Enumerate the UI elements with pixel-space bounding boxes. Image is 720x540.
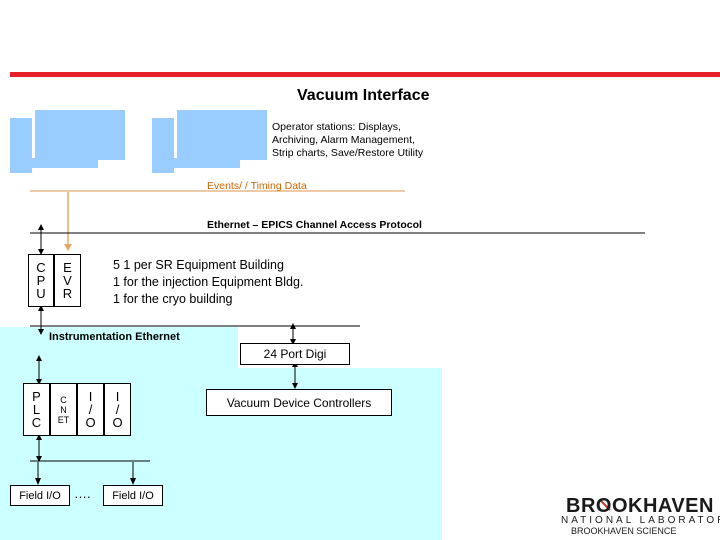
operator-computer-icon-1	[10, 110, 125, 173]
io-box-1: I / O	[77, 383, 104, 436]
header-bar	[10, 72, 720, 77]
cpu-box: C P U	[28, 254, 54, 307]
cnet-box: C N ET	[50, 383, 77, 436]
brookhaven-logo-flourish	[599, 499, 611, 511]
cnet-label: C N ET	[57, 394, 70, 425]
brookhaven-science-text: BROOKHAVEN SCIENCE	[571, 526, 677, 536]
operator-stations-description: Operator stations: Displays, Archiving, …	[272, 121, 472, 160]
field-io-right-label: Field I/O	[112, 489, 154, 502]
instrumentation-ethernet-label: Instrumentation Ethernet	[49, 331, 180, 343]
operator-stations-line: Strip charts, Save/Restore Utility	[272, 147, 424, 159]
page-title: Vacuum Interface	[297, 87, 430, 104]
timing-arrow-head	[64, 244, 72, 251]
field-io-left-label: Field I/O	[19, 489, 61, 502]
vacuum-device-controllers-box: Vacuum Device Controllers	[206, 389, 392, 416]
ethernet-epics-label: Ethernet – EPICS Channel Access Protocol	[207, 219, 422, 231]
io-label-1: I / O	[85, 389, 96, 430]
brookhaven-logo-text: BROOKHAVEN	[566, 495, 714, 517]
national-laboratory-text: NATIONAL LABORATORY	[561, 515, 720, 526]
cpu-arrow-down	[38, 249, 44, 255]
evr-box: E V R	[54, 254, 81, 307]
port-digi-label: 24 Port Digi	[263, 347, 327, 361]
io-box-2: I / O	[104, 383, 131, 436]
vacuum-device-controllers-label: Vacuum Device Controllers	[226, 395, 372, 410]
plc-label: P L C	[31, 389, 42, 430]
distribution-line: 1 for the cryo building	[113, 292, 233, 306]
distribution-line: 5 1 per SR Equipment Building	[113, 258, 284, 272]
operator-computer-icon-2	[152, 110, 267, 173]
plc-box: P L C	[23, 383, 50, 436]
equipment-distribution-text: 5 1 per SR Equipment Building 1 for the …	[113, 257, 343, 308]
instrumentation-panel-top	[0, 327, 238, 370]
io-label-2: I / O	[112, 389, 123, 430]
cpu-label: C P U	[36, 260, 46, 301]
field-io-box-left: Field I/O	[10, 485, 70, 506]
operator-stations-line: Archiving, Alarm Management,	[272, 134, 415, 146]
operator-stations-line: Operator stations: Displays,	[272, 121, 401, 133]
port-digi-box: 24 Port Digi	[240, 343, 350, 365]
ellipsis-text: ….	[74, 486, 91, 501]
field-io-box-right: Field I/O	[103, 485, 163, 506]
evr-label: E V R	[62, 260, 73, 301]
cpu-arrow-up	[38, 224, 44, 230]
events-timing-label: Events/ / Timing Data	[207, 180, 307, 192]
distribution-line: 1 for the injection Equipment Bldg.	[113, 275, 304, 289]
